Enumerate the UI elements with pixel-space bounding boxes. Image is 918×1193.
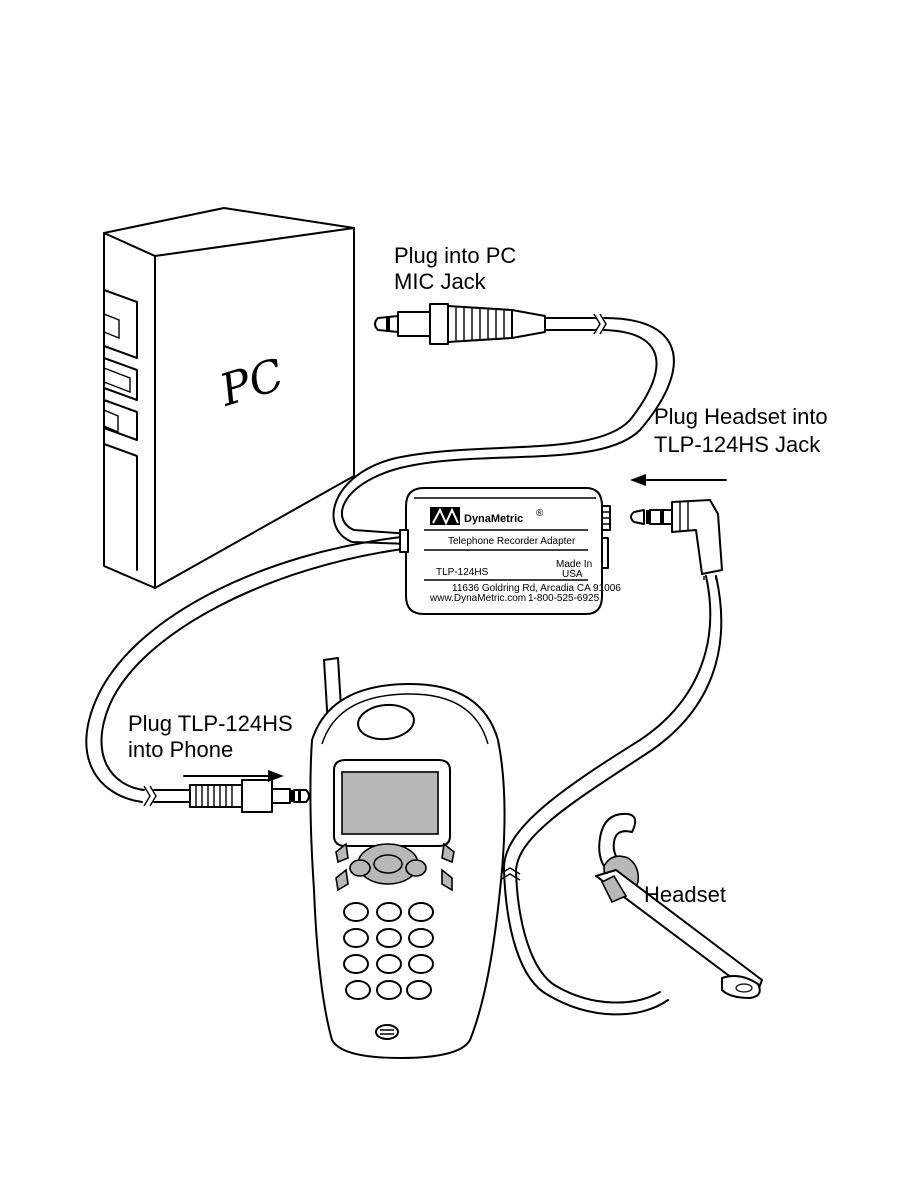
adapter-box: DynaMetric ® Telephone Recorder Adapter … <box>399 487 621 615</box>
phone-label-line1: Plug TLP-124HS <box>128 711 293 736</box>
dynametric-logo: DynaMetric ® <box>430 507 544 526</box>
arrow-to-phone <box>183 770 284 782</box>
adapter-address: 11636 Goldring Rd, Arcadia CA 91006 <box>452 583 621 594</box>
headset <box>595 812 763 999</box>
headset-jack-label-line1: Plug Headset into <box>654 404 828 429</box>
adapter-phone: 1-800-525-6925 <box>528 593 600 604</box>
pc-tower: PC <box>103 207 355 589</box>
mic-plug <box>374 303 546 345</box>
cell-phone <box>309 657 506 1059</box>
phone-label-line2: into Phone <box>128 737 233 762</box>
adapter-brand: DynaMetric <box>464 513 523 525</box>
adapter-brand-mark: ® <box>536 508 544 519</box>
mic-label-line2: MIC Jack <box>394 269 487 294</box>
phone-cable <box>85 535 411 807</box>
adapter-model: TLP-124HS <box>436 567 489 578</box>
phone-plug <box>189 779 310 813</box>
adapter-made-in-country: USA <box>562 569 583 580</box>
adapter-title: Telephone Recorder Adapter <box>448 536 576 547</box>
mic-label-line1: Plug into PC <box>394 243 516 268</box>
adapter-website: www.DynaMetric.com <box>429 593 526 604</box>
headset-label: Headset <box>644 882 726 907</box>
adapter-made-in: Made In <box>556 559 592 570</box>
headset-plug <box>630 499 723 580</box>
headset-jack-label-line2: TLP-124HS Jack <box>654 432 821 457</box>
arrow-to-adapter <box>630 474 727 486</box>
headset-cable <box>499 575 723 1016</box>
mic-cable <box>332 313 675 545</box>
